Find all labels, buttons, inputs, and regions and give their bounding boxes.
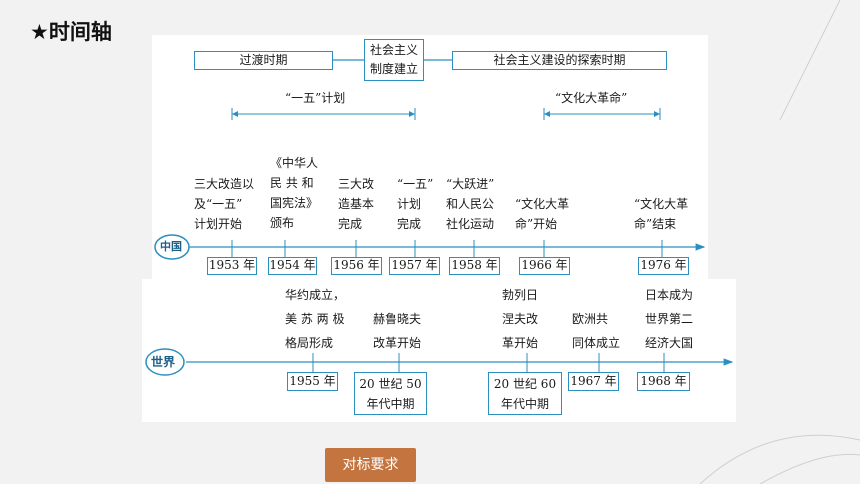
world-label: 世界 (151, 355, 176, 369)
china-event: “大跃进” 和人民公 社化运动 (446, 177, 495, 231)
period-establish: 社会主义 制度建立 (364, 39, 424, 81)
china-event: 三大改 造基本 完成 (338, 177, 375, 231)
china-event: 三大改造以 及“一五” 计划开始 (194, 177, 255, 231)
world-year: 1968 年 (637, 372, 690, 391)
world-year: 20 世纪 50 年代中期 (354, 372, 427, 415)
world-panel (142, 279, 736, 422)
world-year: 1967 年 (568, 372, 619, 391)
china-label-badge (154, 234, 190, 260)
china-event: “文化大革 命”结束 (634, 197, 689, 231)
world-year: 1955 年 (287, 372, 338, 391)
world-label-badge (145, 348, 185, 376)
world-event: 赫鲁晓夫 改革开始 (373, 312, 422, 350)
china-panel (152, 35, 708, 279)
world-event: 日本成为 世界第二 经济大国 (645, 288, 694, 350)
china-year: 1966 年 (519, 257, 570, 275)
china-year: 1958 年 (449, 257, 500, 275)
world-event: 华约成立， 美 苏 两 极 格局形成 (285, 288, 346, 350)
china-year: 1956 年 (331, 257, 382, 275)
china-label: 中国 (160, 240, 182, 253)
china-event: 《中华人 民 共 和 国宪法》 颁布 (270, 156, 319, 230)
china-year: 1954 年 (268, 257, 317, 275)
china-year: 1953 年 (207, 257, 257, 275)
world-year: 20 世纪 60 年代中期 (488, 372, 562, 415)
standards-button[interactable]: 对标要求 (325, 448, 416, 482)
period-explore: 社会主义建设的探索时期 (452, 51, 667, 70)
china-event: “一五” 计划 完成 (397, 177, 434, 231)
world-event: 勃列日 涅夫改 革开始 (502, 288, 539, 350)
span-label-five-year: “一五”计划 (285, 91, 346, 105)
period-transition: 过渡时期 (194, 51, 333, 70)
page-title: ★时间轴 (30, 20, 112, 44)
span-label-cultural-rev: “文化大革命” (555, 91, 628, 105)
china-event: “文化大革 命”开始 (515, 197, 570, 231)
china-year: 1957 年 (389, 257, 440, 275)
china-year: 1976 年 (638, 257, 689, 275)
world-event: 欧洲共 同体成立 (572, 312, 621, 350)
